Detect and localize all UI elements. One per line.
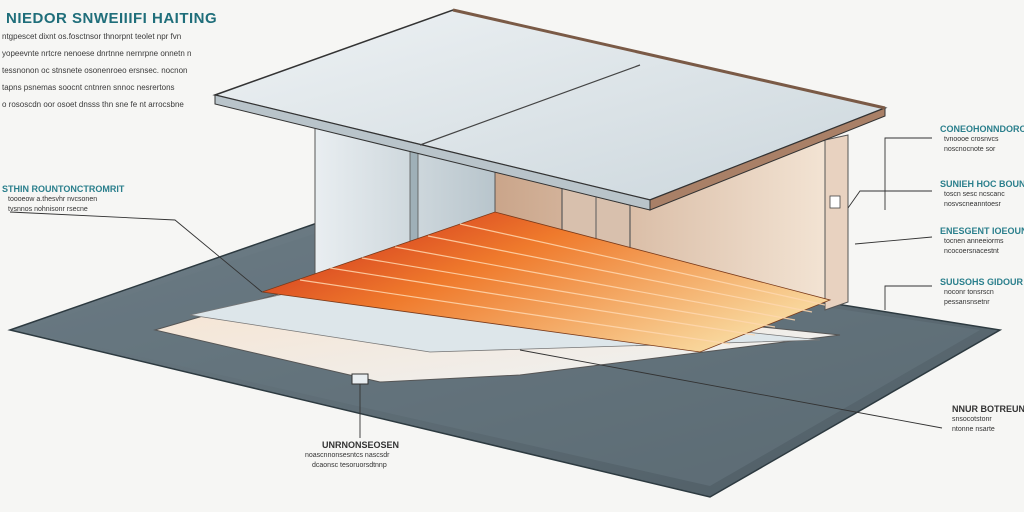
right-label-text: toscn sesc ncscanc — [944, 191, 1005, 198]
floor-drain — [351, 373, 369, 385]
right-label-text: ntonne nsarte — [952, 426, 995, 433]
right-label-text: nosvscneanntoesr — [944, 201, 1001, 208]
bottom-label-text: dcaonsc tesoruorsdtnnp — [312, 462, 387, 469]
right-label-heading: ENESGENT IOEOUN — [940, 226, 1024, 236]
intro-line: o rososcdn oor osoet dnsss thn sne fe nt… — [2, 100, 184, 109]
right-label-text: pessansnsetnr — [944, 299, 990, 306]
bottom-label-text: noascnnonsesntcs nascsdr — [305, 452, 390, 459]
roof-edge-right — [649, 107, 886, 211]
right-label-heading: SUUSOHS GIDOUR — [940, 277, 1024, 287]
right-label-text: noscnocnote sor — [944, 146, 996, 153]
diagram-title: NIEDOR SNWEIIIFI HAITING — [6, 10, 218, 27]
right-label-text: ncocoersnacestnt — [944, 248, 999, 255]
right-label-text: tocnen anneeiorms — [944, 238, 1004, 245]
right-label-text: tvnoooe crosnvcs — [944, 136, 999, 143]
right-label-heading: SUNIEH HOC BOUN — [940, 179, 1024, 189]
right-label-heading: CONEOHONNDOROUND — [940, 124, 1024, 134]
intro-line: tessnonon oc stnsnete osonenroeo ersnsec… — [2, 66, 188, 75]
intro-line: yopeevnte nrtcre nenoese dnrtnne nernrpn… — [2, 49, 192, 58]
roof-seam — [419, 64, 641, 146]
intro-line: ntgpescet dixnt os.fosctnsor thnorpnt te… — [2, 32, 182, 41]
bottom-label-heading: UNRNONSEOSEN — [322, 440, 400, 450]
heating-pipes — [299, 223, 826, 345]
left-label-heading: STHIN ROUNTONCTROMRIT — [2, 184, 125, 194]
right-label-heading: NNUR BOTREUNDM — [952, 404, 1024, 414]
right-label-text: noconr tonsrscn — [944, 289, 994, 296]
leader-lines — [9, 137, 943, 438]
right-wall — [824, 134, 849, 311]
intro-line: tapns psnemas soocnt cntnren snnoc nesre… — [2, 83, 175, 92]
left-label-text: tvsnnos nohnisonr rsecne — [8, 206, 88, 213]
wall-outlet — [829, 195, 841, 209]
right-label-text: snsocotstonr — [952, 416, 992, 423]
heated-floor — [261, 211, 832, 353]
left-label-text: toooeow a.thesvhr nvcsonen — [8, 196, 98, 203]
